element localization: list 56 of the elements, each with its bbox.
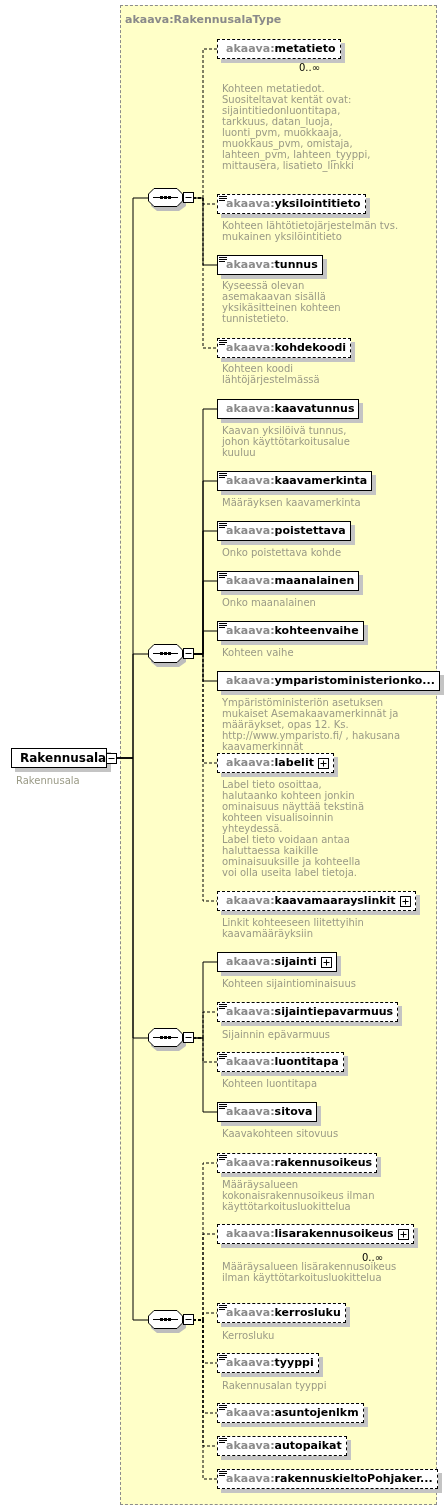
element-description: Ympäristöministeriön asetuksen mukaiset Asemakaavamerkinnät ja määräykset, opas 12. Ks. http://www.ymparisto.fi/ , hakusana kaavamerkinnät [222, 697, 401, 752]
sequence-symbol [148, 188, 194, 211]
sequence-symbol [148, 644, 194, 667]
element-description: Kohteen koodi lähtöjärjestelmässä [222, 363, 321, 385]
element-name: akaava:kohdekoodi [226, 339, 347, 356]
element-name: akaava:luontitapa [226, 1053, 339, 1070]
element-description: Määräyksen kaavamerkinta [222, 497, 362, 508]
element-name: akaava:rakennusoikeus [226, 1154, 373, 1171]
sequence-symbol [148, 1028, 194, 1051]
element-name: akaava:poistettava [226, 522, 346, 539]
element-name: akaava:autopaikat [226, 1437, 342, 1454]
element-name: akaava:asuntojenlkm [226, 1404, 359, 1421]
element-name: akaava:tunnus [226, 256, 318, 273]
connector-line [192, 197, 218, 349]
element-description: Kohteen metatiedot. Suositeltavat kentät ovat: sijaintitiedonluontitapa, tarkkuus, datan_luoja, luonti_pvm, muokkaaja, muokkaus_pvm, omistaja, lahteen_pvm, lahteen_tyyppi, mittausera, lisatieto_linkki [222, 83, 372, 171]
element-name: akaava:ymparistoministerionko... [226, 672, 435, 689]
element-description: Määräysalueen kokonaisrakennusoikeus ilman käyttötarkoitusluokittelua [222, 1179, 376, 1212]
element-name: akaava:kohteenvaihe [226, 622, 359, 639]
element-description: Rakennusalan tyyppi [222, 1380, 328, 1391]
element-name: akaava:yksilointitieto [226, 195, 361, 212]
connector-line [192, 1037, 218, 1113]
element-name: akaava:lisarakennusoikeus [226, 1225, 394, 1242]
element-description: Määräysalueen lisärakennusoikeus ilman käyttötarkoitusluokittelua [222, 1261, 397, 1283]
connector-line [192, 1319, 218, 1480]
element-name: akaava:kaavamaarayslinkit [226, 892, 396, 909]
element-name: akaava:sitova [226, 1103, 313, 1120]
cardinality-label: 0..∞ [362, 1252, 384, 1263]
element-name: akaava:labelit [226, 754, 314, 771]
element-name: akaava:rakennuskieltoPohjaker... [226, 1470, 433, 1487]
type-name: akaava:RakennusalaType [125, 12, 282, 28]
element-description: Label tieto osoittaa, halutaanko kohteen jonkin ominaisuus näyttää tekstinä kohteen visualisoinnin yhteydessä. [222, 779, 366, 834]
element-description: Kohteen lähtötietojärjestelmän tvs. mukainen yksilöintitieto [222, 220, 400, 242]
element-name: akaava:tyyppi [226, 1354, 314, 1371]
element-description: Kerrosluku [222, 1330, 276, 1341]
element-description: Kohteen vaihe [222, 647, 295, 658]
element-name: akaava:kaavatunnus [226, 400, 355, 417]
element-name: Rakennusala [20, 750, 107, 767]
element-description: Kaavakohteen sitovuus [222, 1128, 340, 1139]
cardinality-label: 0..∞ [299, 62, 321, 73]
element-description: Onko poistettava kohde [222, 547, 343, 558]
element-name: akaava:kerrosluku [226, 1304, 341, 1321]
element-description: Kohteen sijaintiominaisuus [222, 978, 357, 989]
element-description: Rakennusala [16, 775, 80, 786]
element-description: Sijainnin epävarmuus [222, 1029, 332, 1040]
sequence-symbol [148, 1310, 194, 1333]
element-description: Linkit kohteeseen liitettyihin kaavamääräyksiin [222, 917, 365, 939]
element-name: akaava:kaavamerkinta [226, 472, 368, 489]
element-description: Kaavan yksilöivä tunnus, johon käyttötarkoitusalue kuuluu [222, 425, 351, 458]
element-description: Label tieto voidaan antaa haluttaessa kaikille ominaisuuksille ja kohteella voi olla useita label tietoja. [222, 834, 362, 878]
element-name: akaava:sijainti [226, 953, 317, 970]
element-description: Kyseessä olevan asemakaavan sisällä yksikäsitteinen kohteen tunnistetieto. [222, 280, 342, 324]
element-name: akaava:sijaintiepavarmuus [226, 1003, 394, 1020]
element-name: akaava:metatieto [226, 40, 336, 57]
element-description: Onko maanalainen [222, 597, 317, 608]
element-name: akaava:maanalainen [226, 572, 355, 589]
element-description: Kohteen luontitapa [222, 1078, 319, 1089]
